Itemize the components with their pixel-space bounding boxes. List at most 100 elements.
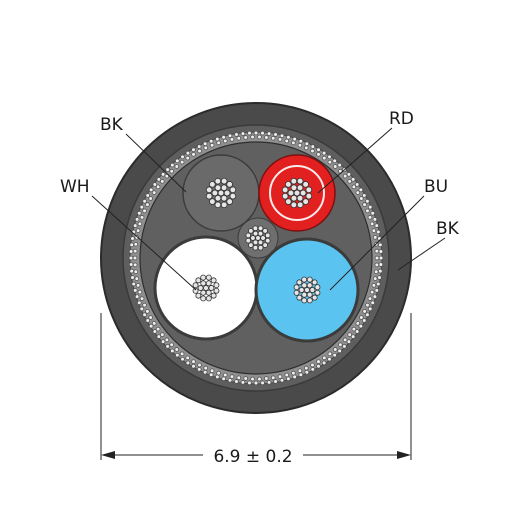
strand xyxy=(229,192,237,200)
strand xyxy=(139,215,145,220)
strand xyxy=(170,348,175,354)
strand xyxy=(135,283,141,288)
strand xyxy=(354,182,360,187)
strand xyxy=(148,315,153,320)
leader-bu xyxy=(329,195,425,291)
strand xyxy=(342,337,348,343)
strand xyxy=(266,131,272,136)
strand xyxy=(216,370,221,376)
strand xyxy=(160,172,166,177)
strand xyxy=(210,277,217,284)
strand xyxy=(169,168,174,174)
strand xyxy=(234,379,239,384)
strand xyxy=(132,255,138,261)
strand xyxy=(321,355,327,361)
strand xyxy=(223,189,231,197)
strand xyxy=(301,282,308,289)
strand xyxy=(203,285,209,291)
label-bu: BU xyxy=(424,177,448,197)
strand xyxy=(306,276,313,283)
leader-bk-jacket xyxy=(397,237,446,271)
label-rd: RD xyxy=(389,109,414,129)
strand xyxy=(378,242,383,248)
strand xyxy=(316,147,321,153)
strand xyxy=(247,130,252,136)
strand xyxy=(372,276,378,281)
strand xyxy=(142,208,147,214)
strand xyxy=(262,242,268,248)
strand xyxy=(250,134,255,140)
strand xyxy=(327,356,332,362)
strand xyxy=(296,177,304,185)
strand xyxy=(257,225,264,232)
blue-core-conductor xyxy=(293,276,321,304)
strand xyxy=(209,142,215,148)
strand xyxy=(292,136,297,142)
strand xyxy=(351,326,357,332)
strand xyxy=(371,283,377,288)
strand xyxy=(332,164,338,169)
strand xyxy=(170,162,175,168)
strand xyxy=(310,144,316,149)
strand xyxy=(192,287,199,294)
strand xyxy=(137,221,143,227)
strand xyxy=(369,289,375,295)
strand xyxy=(292,374,297,380)
strand xyxy=(358,187,364,193)
strand xyxy=(371,228,377,233)
strand xyxy=(210,292,217,299)
strand xyxy=(200,274,207,281)
strand xyxy=(243,376,248,381)
strand xyxy=(142,198,147,204)
strand xyxy=(130,236,135,241)
strand xyxy=(373,269,379,275)
strand xyxy=(367,306,373,312)
strand xyxy=(296,294,303,301)
strand xyxy=(264,376,269,381)
strand xyxy=(301,276,308,283)
strand xyxy=(260,380,265,386)
strand xyxy=(205,295,212,302)
strand xyxy=(374,248,380,254)
strand xyxy=(351,184,357,190)
strand xyxy=(185,155,191,161)
strand xyxy=(240,131,246,136)
strand xyxy=(165,167,170,172)
strand xyxy=(321,155,327,161)
strand xyxy=(296,279,303,286)
strand xyxy=(139,296,145,301)
strand xyxy=(132,288,138,293)
strand xyxy=(137,289,143,295)
strand xyxy=(301,297,308,304)
strand xyxy=(347,179,352,184)
strand xyxy=(305,186,313,194)
strand xyxy=(361,193,367,198)
strand xyxy=(284,372,290,378)
strand xyxy=(316,363,321,369)
strand xyxy=(197,148,202,154)
strand xyxy=(137,210,142,216)
strand xyxy=(155,184,161,190)
strand xyxy=(148,187,154,193)
strand xyxy=(195,277,202,284)
strand xyxy=(273,132,278,137)
strand xyxy=(205,274,212,281)
dimension-label: 6.9 ± 0.2 xyxy=(213,447,292,467)
strand xyxy=(175,158,180,164)
strand xyxy=(214,184,222,191)
strand xyxy=(160,339,166,344)
strand xyxy=(129,242,134,248)
strand xyxy=(196,367,202,372)
strand xyxy=(374,255,380,261)
strand xyxy=(296,184,304,191)
strand xyxy=(145,202,150,207)
strand xyxy=(378,262,384,267)
strand xyxy=(216,140,221,146)
strand xyxy=(252,230,259,237)
strand xyxy=(284,138,290,144)
strand xyxy=(250,235,256,241)
strand xyxy=(180,154,185,160)
strand xyxy=(346,339,352,344)
strand xyxy=(321,150,327,156)
strand xyxy=(310,148,315,154)
